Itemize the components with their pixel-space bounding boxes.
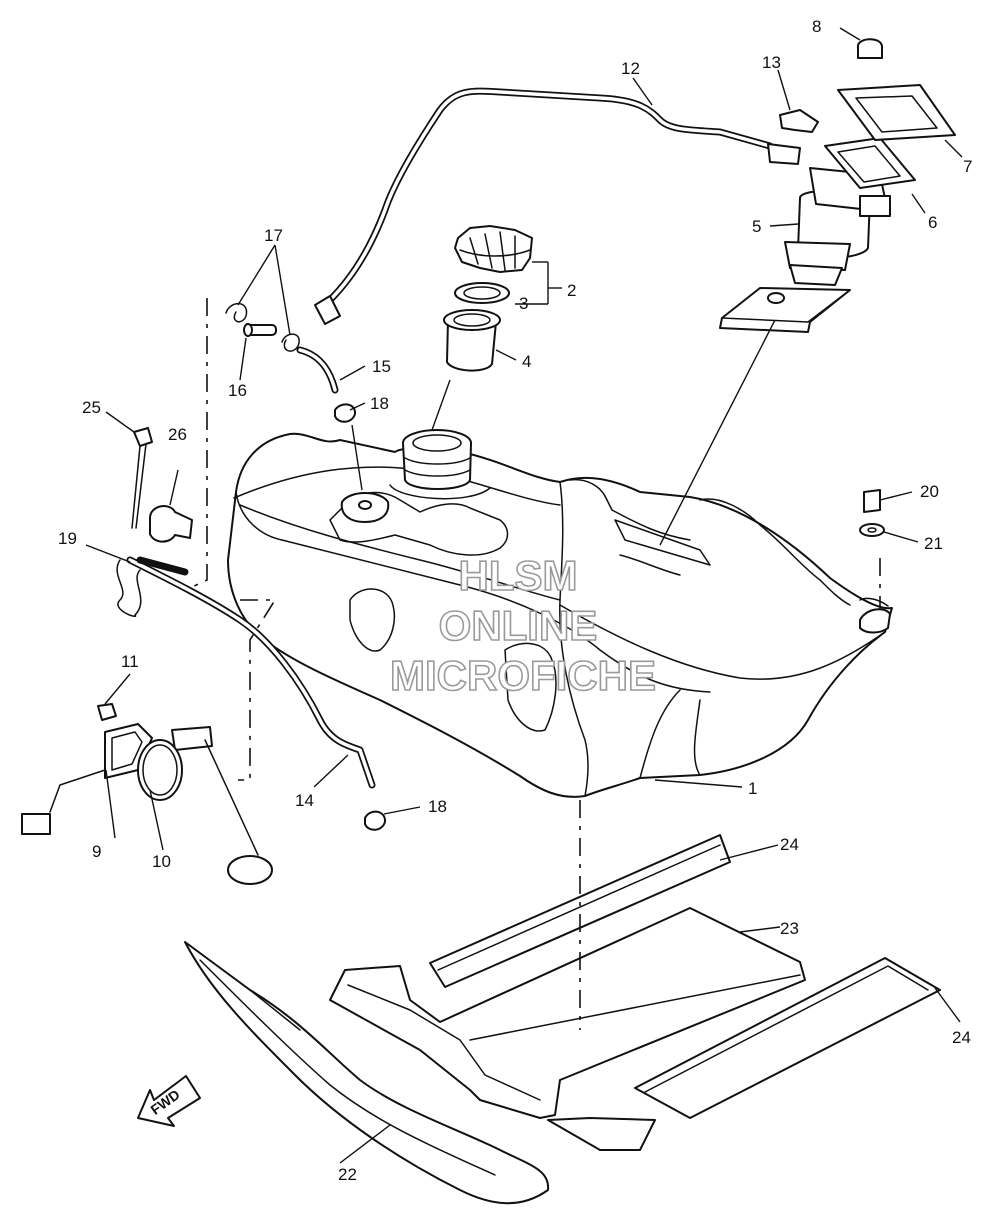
- nut: [857, 38, 883, 59]
- fuel-hose: [314, 87, 801, 325]
- wire-holder: [149, 505, 193, 543]
- center-damper: [329, 907, 806, 1119]
- callout-4: 4: [522, 352, 531, 371]
- hose-clips: [225, 302, 300, 352]
- callout-9: 9: [92, 842, 101, 861]
- callout-15: 15: [372, 357, 391, 376]
- assembly-lines: [189, 298, 881, 1030]
- screw: [97, 703, 117, 721]
- callout-24-rear: 24: [952, 1028, 971, 1047]
- callout-2: 2: [567, 281, 576, 300]
- callout-20: 20: [920, 482, 939, 501]
- hose-clip: [779, 109, 819, 133]
- watermark-line-1: HLSM: [459, 552, 578, 599]
- watermark-line-3: MICROFICHE: [390, 652, 656, 699]
- filler-collar: [443, 309, 501, 372]
- fuel-cap: [454, 225, 533, 273]
- fwd-arrow-icon: FWD: [137, 1075, 201, 1127]
- callout-11: 11: [121, 652, 139, 671]
- callout-18-bottom: 18: [428, 797, 447, 816]
- heat-protector-tab: [547, 1117, 656, 1151]
- callout-labels: 1 2 3 4 5 6 7 8 9 10 11 12 13 14 15 16 1…: [58, 17, 972, 1184]
- tank-damper-rear: [634, 957, 941, 1119]
- breather-hose: [296, 346, 339, 394]
- callout-13: 13: [762, 53, 781, 72]
- wire-harness: [116, 556, 376, 789]
- leader-lines: [85, 27, 963, 1164]
- pump-retainer-plate: [837, 84, 956, 141]
- tank-damper-front: [429, 834, 731, 988]
- callout-22: 22: [338, 1165, 357, 1184]
- hose-clamps: [334, 403, 386, 831]
- callout-19: 19: [58, 529, 77, 548]
- callout-23: 23: [780, 919, 799, 938]
- o-ring: [137, 739, 183, 801]
- callout-1: 1: [748, 779, 757, 798]
- callout-8: 8: [812, 17, 821, 36]
- callout-26: 26: [168, 425, 187, 444]
- fuel-tank: [227, 429, 893, 798]
- joint-pipe: [243, 323, 277, 337]
- cable-tie: [131, 427, 153, 529]
- callout-16: 16: [228, 381, 247, 400]
- callout-21: 21: [924, 534, 943, 553]
- callout-3: 3: [519, 294, 528, 313]
- watermark-line-2: ONLINE: [439, 602, 598, 649]
- heat-protector: [184, 941, 550, 1205]
- cap-gasket: [454, 282, 510, 304]
- callout-14: 14: [295, 791, 314, 810]
- fuel-pump-assembly: [719, 167, 891, 333]
- callout-5: 5: [752, 217, 761, 236]
- callout-24-front: 24: [780, 835, 799, 854]
- callout-18-top: 18: [370, 394, 389, 413]
- callout-17: 17: [264, 226, 283, 245]
- callout-6: 6: [928, 213, 937, 232]
- washer: [859, 523, 885, 537]
- callout-25: 25: [82, 398, 101, 417]
- watermark: HLSM ONLINE MICROFICHE: [389, 551, 657, 700]
- callout-7: 7: [963, 157, 972, 176]
- pump-gasket: [824, 137, 916, 189]
- callout-12: 12: [621, 59, 640, 78]
- callout-10: 10: [152, 852, 171, 871]
- bolt: [863, 489, 881, 513]
